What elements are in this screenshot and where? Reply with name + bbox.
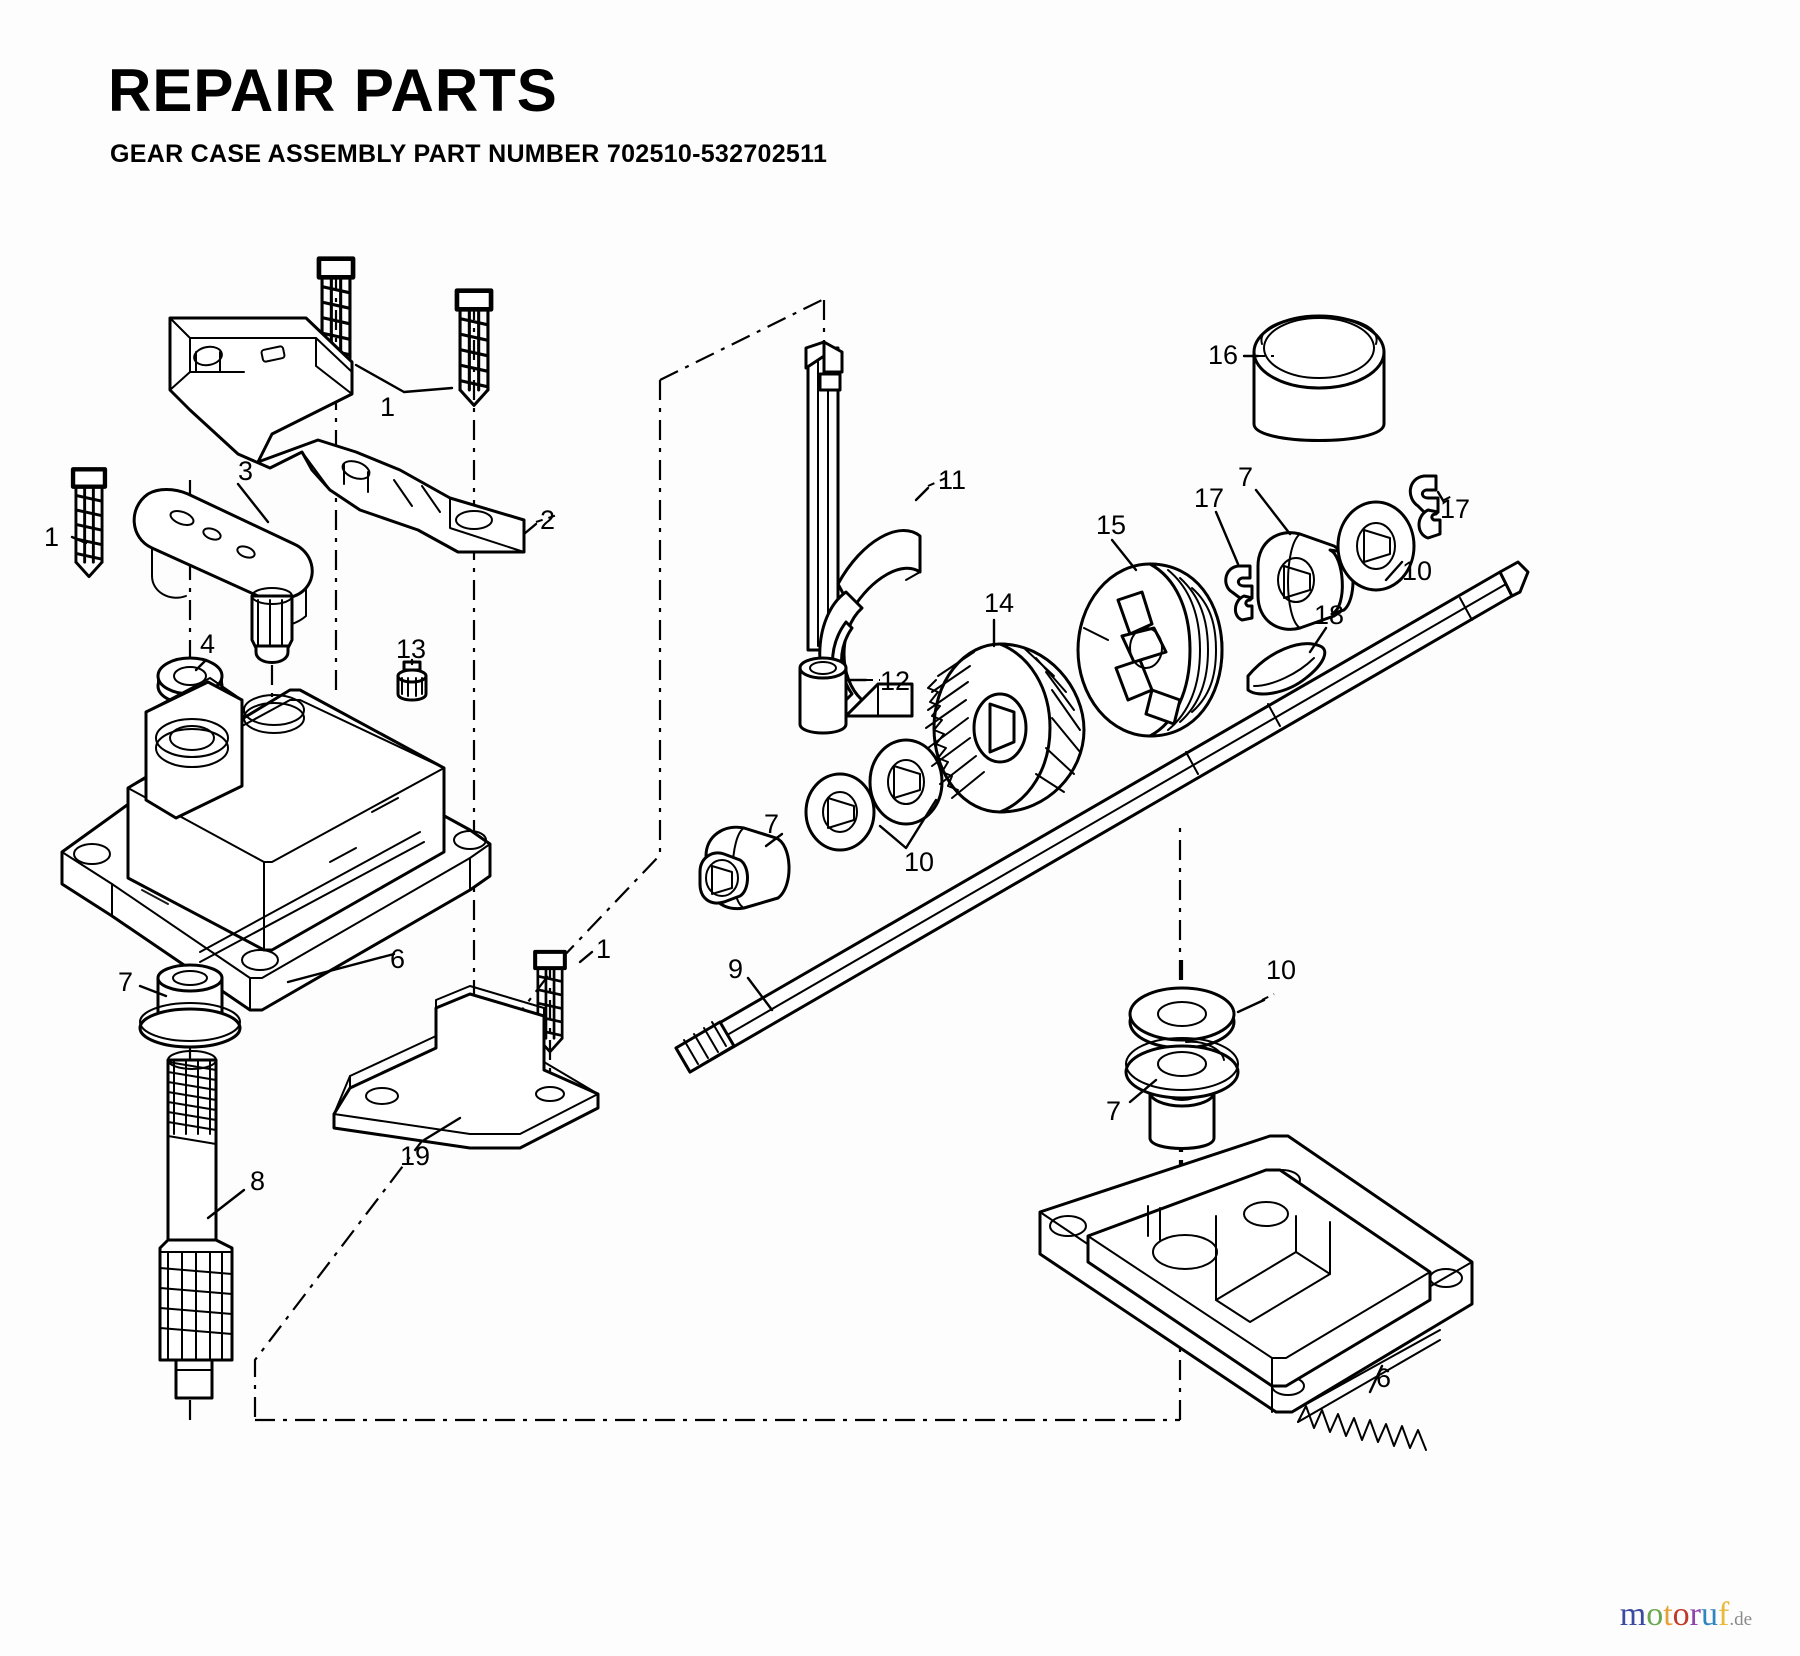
callout-15: 15 <box>1096 510 1126 540</box>
callout-7c: 7 <box>1238 462 1253 492</box>
leader-17-left <box>1214 510 1240 566</box>
watermark-suffix: .de <box>1729 1609 1752 1630</box>
leader-9 <box>746 976 774 1012</box>
callout-9: 9 <box>728 954 743 984</box>
part-washer-10-mid-a <box>804 772 876 852</box>
callout-11: 11 <box>938 465 966 495</box>
callout-7d: 7 <box>1106 1096 1121 1126</box>
callout-2: 2 <box>540 505 555 535</box>
callout-6a: 6 <box>390 944 405 974</box>
callout-3: 3 <box>238 456 253 486</box>
part-bushing-16 <box>1252 314 1386 442</box>
part-washer-10-right <box>1336 500 1416 592</box>
part-seal-7-lower <box>1124 1037 1240 1150</box>
leader-8 <box>206 1188 246 1220</box>
callout-16: 16 <box>1208 340 1238 370</box>
leader-1-top <box>354 363 454 394</box>
callout-17b: 17 <box>1440 494 1470 524</box>
callout-7a: 7 <box>118 967 133 997</box>
callout-8: 8 <box>250 1166 265 1196</box>
part-clip-17-left <box>1224 564 1254 622</box>
part-seal-7-left <box>138 963 242 1049</box>
callout-1b: 1 <box>380 392 395 422</box>
leader-1-left <box>70 535 88 545</box>
part-bracket-2 <box>168 316 526 554</box>
callout-17a: 17 <box>1194 483 1224 513</box>
part-plug-13 <box>396 660 428 702</box>
leader-10-mid <box>878 798 938 850</box>
leader-15 <box>1110 538 1138 572</box>
part-drive-shaft-9 <box>674 560 1530 1074</box>
callout-10c: 10 <box>1266 955 1296 985</box>
leader-19 <box>422 1116 462 1142</box>
callout-1c: 1 <box>596 934 611 964</box>
callout-1a: 1 <box>44 522 59 552</box>
page-title: REPAIR PARTS <box>108 57 558 124</box>
callout-labels: 1 1 2 3 4 13 6 7 8 1 19 11 12 7 10 14 9 … <box>44 340 1470 1393</box>
leader-2 <box>522 522 538 536</box>
page-subtitle: GEAR CASE ASSEMBLY PART NUMBER 702510-53… <box>110 140 828 168</box>
leader-7-lower <box>1128 1078 1158 1104</box>
leader-18 <box>1308 626 1328 654</box>
callout-12: 12 <box>880 666 910 696</box>
part-cover-plate-19 <box>332 985 600 1150</box>
leader-7-right <box>1254 488 1292 536</box>
callout-7b: 7 <box>764 809 779 839</box>
callout-18: 18 <box>1314 600 1344 630</box>
part-seal-7-mid <box>698 825 791 911</box>
part-key-18 <box>1246 642 1327 696</box>
callout-4: 4 <box>200 629 215 659</box>
leader-6-upper <box>286 952 396 984</box>
watermark-text: motoruf <box>1619 1596 1730 1633</box>
part-gearcase-bottom-6 <box>1038 1134 1474 1451</box>
part-pulley-15 <box>1076 562 1224 738</box>
leader-10-lower <box>1236 998 1266 1014</box>
leader-7-mid <box>764 832 784 848</box>
callout-6b: 6 <box>1376 1363 1391 1393</box>
part-screw-1-left <box>73 469 105 576</box>
callout-10a: 10 <box>904 847 934 877</box>
part-spacer-12 <box>798 656 848 735</box>
callout-13: 13 <box>396 634 426 664</box>
leader-3 <box>236 482 270 524</box>
leader-7-left <box>138 984 168 998</box>
callout-19: 19 <box>400 1141 430 1171</box>
part-washer-10-lower <box>1128 986 1236 1050</box>
part-clip-17-right <box>1408 474 1442 540</box>
leader-17-right <box>1436 490 1446 504</box>
leader-10-right <box>1384 560 1404 582</box>
part-gearcase-cover-6 <box>60 677 492 1012</box>
watermark-motoruf: motoruf.de <box>1620 1596 1752 1634</box>
leader-1-lower <box>578 950 594 964</box>
part-shaft-8 <box>158 1050 234 1400</box>
callout-10b: 10 <box>1402 556 1432 586</box>
leader-11 <box>914 486 930 502</box>
part-bevel-gear-14 <box>925 642 1086 814</box>
leader-4 <box>194 658 208 672</box>
callout-14: 14 <box>984 588 1014 618</box>
part-link-arm-3 <box>132 488 314 664</box>
part-washer-10-mid-b <box>868 738 944 826</box>
